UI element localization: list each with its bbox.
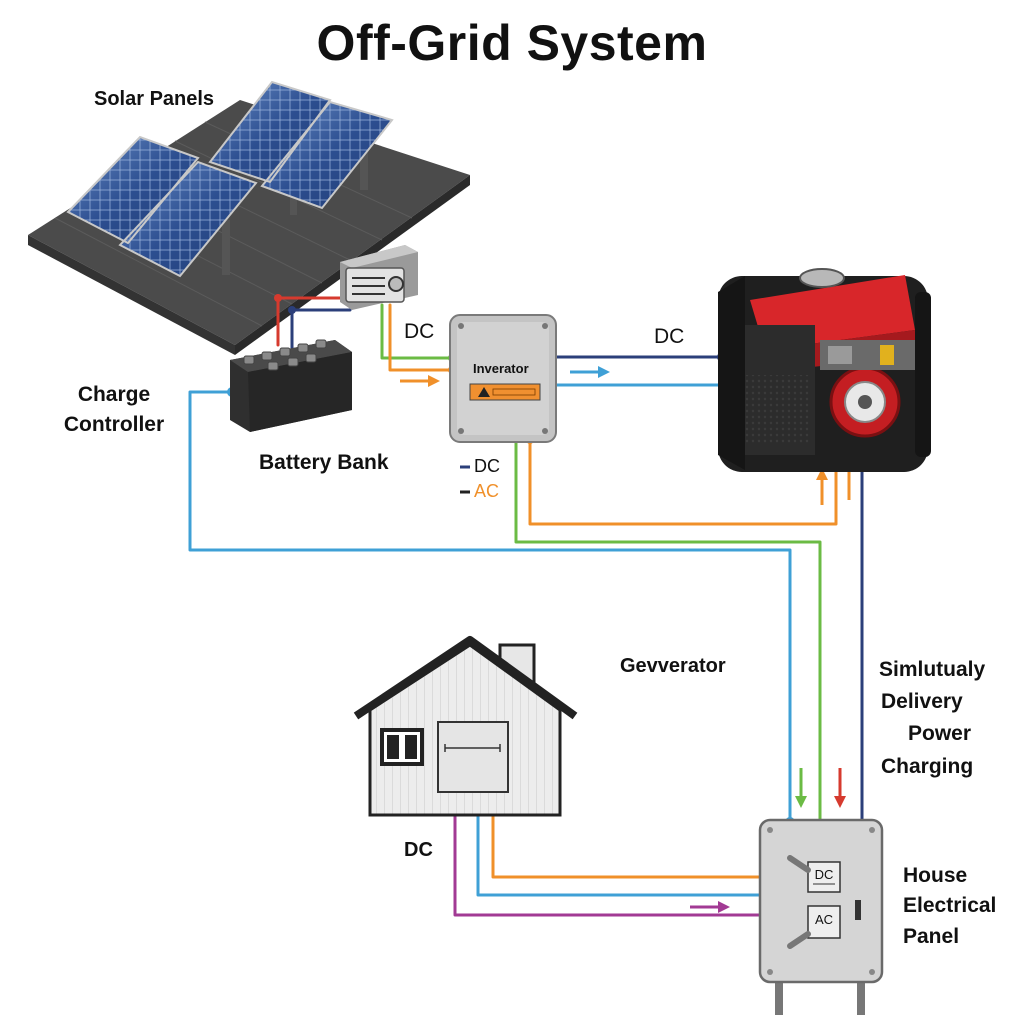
arrow-down-icon	[834, 768, 846, 808]
generator-icon	[718, 268, 931, 472]
simultaneous-label-line1: Simlutualy	[879, 658, 986, 681]
charge-controller-label-line1: Charge	[77, 383, 151, 406]
battery-icon	[230, 339, 352, 432]
panel-ac-label: AC	[814, 912, 834, 927]
simultaneous-label-line3: Power	[908, 722, 972, 745]
solar-panel-icon	[28, 80, 470, 355]
charge-controller-label-line2: Controller	[63, 413, 165, 436]
panel-dc-label: DC	[814, 867, 834, 882]
inverter-icon	[449, 314, 557, 443]
solar-panels-label: Solar Panels	[94, 88, 215, 110]
electrical-panel-icon	[758, 818, 884, 1015]
simultaneous-label-line2: Delivery	[881, 690, 963, 713]
page-title: Off-Grid System	[316, 15, 708, 71]
house-dc-label: DC	[404, 839, 433, 861]
legend-ac-label: AC	[474, 481, 500, 501]
arrow-up-icon	[816, 468, 828, 505]
charge-controller-icon	[340, 245, 418, 310]
simultaneous-label-line4: Charging	[881, 755, 974, 778]
generator-label: Gevverator	[620, 655, 726, 677]
house-panel-label-line1: House	[903, 864, 968, 887]
arrow-right-icon	[400, 375, 440, 387]
arrow-right-icon	[570, 366, 610, 378]
inverter-label: Inverator	[473, 361, 529, 376]
arrow-right-icon	[690, 901, 730, 913]
generator-dc-label: DC	[654, 325, 685, 348]
battery-bank-label: Battery Bank	[259, 451, 389, 474]
arrow-down-icon	[795, 768, 807, 808]
house-panel-label-line3: Panel	[903, 925, 960, 948]
house-panel-label-line2: Electrical	[903, 894, 997, 917]
inverter-dc-label: DC	[404, 320, 435, 343]
wiring	[188, 296, 864, 917]
legend-dc-label: DC	[474, 456, 500, 476]
house-icon	[353, 636, 578, 817]
